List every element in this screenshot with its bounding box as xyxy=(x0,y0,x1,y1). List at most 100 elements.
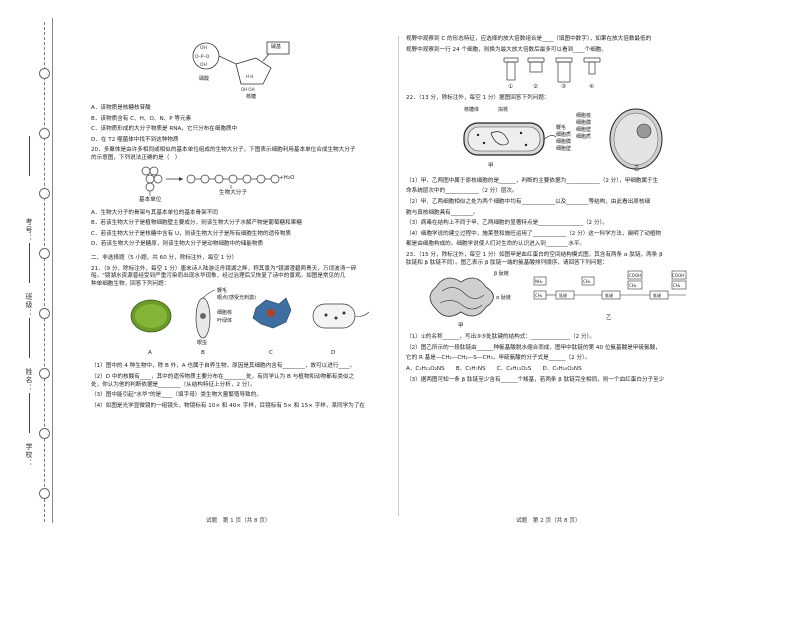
q21-item: （3）图中能引起"水华"的是____（填字母）类生物大量繁殖导致的。 xyxy=(91,392,262,399)
cytoplasm-label: 细胞质 xyxy=(576,133,592,140)
q22-item: （1）甲、乙两图中属于原核细胞的是______，判断的主要依据为________… xyxy=(406,177,659,184)
q20-stem-line: 的示意图，下列说法正确的是（ ） xyxy=(91,154,181,161)
q23-stem-line: 肽链和 β 肽链不同）。图乙表示 β 肽链一端的氨基酸排列顺序，请回答下列问题： xyxy=(406,259,608,266)
q21-stem-line: 21．（9 分，除标注外，每空 1 分）唐末诗人陆游泛舟镜湖之畔，称其景为"镜湖… xyxy=(91,265,357,272)
chem-group: CH₂ xyxy=(535,293,543,299)
binding-hole xyxy=(39,128,50,139)
organisms-diagram xyxy=(130,290,370,339)
macromolecule-label: 生物大分子 xyxy=(219,189,247,196)
binding-hole xyxy=(39,68,50,79)
chem-group: COOH xyxy=(672,273,685,279)
eyespot-label: 眼点(感受光刺激) xyxy=(217,295,256,302)
q21-continued: 视野中观察到 C 的形态特征，应选择的放大倍数组合是____（填图中数字），如果… xyxy=(406,36,652,42)
nucleoid-label: 拟核 xyxy=(498,106,509,113)
column-divider xyxy=(398,36,399,516)
fill-line xyxy=(29,243,30,283)
organism-letter-b: B xyxy=(201,350,205,357)
q20-option-d: D．若该生物大分子是糖原，则该生物大分子是动物细胞中的储能物质 xyxy=(91,241,264,248)
base-label: 碱基 xyxy=(271,44,282,50)
hemoglobin-diagram xyxy=(429,270,687,317)
svg-text:O–P–O: O–P–O xyxy=(195,54,210,60)
chem-group: 肽键 xyxy=(653,293,661,299)
phosphate-label: 磷酸 xyxy=(199,76,210,82)
ribosome-label: 核糖体 xyxy=(464,106,480,113)
cells-figure: 核糖体 拟核 鞭毛 细胞质 细胞膜 细胞壁 细胞核 细胞膜 细胞壁 细胞质 甲 … xyxy=(406,103,706,175)
lens-figure: ① ② ③ ④ xyxy=(406,54,706,92)
binding-hole xyxy=(39,248,50,259)
basic-unit-label: 基本单位 xyxy=(139,196,162,203)
q22-item: （4）细胞学说的建立过程中，施莱登和施旺运用了____________（2 分）… xyxy=(406,230,662,237)
fill-line xyxy=(29,318,30,358)
q19-option-b: B．该物质含有 C、H、O、N、P 等元素 xyxy=(91,115,192,122)
alpha-chain-label: α 肽链 xyxy=(496,295,511,302)
q21-item: （2）D 中的核酸有____，其中的遗传物质主要分布在________处，有同学… xyxy=(91,373,355,380)
fill-line xyxy=(29,393,30,433)
q23-item: （3）据两图可知一条 β 肽链至少含有______个羧基，若两条 β 肽链完全相… xyxy=(406,376,665,383)
nucleus-label: 细胞核 xyxy=(576,112,592,119)
q22-item: 命系统层次中的____________（2 分）层次。 xyxy=(406,188,518,195)
figure-caption-jia: 甲 xyxy=(458,323,464,330)
binding-hole xyxy=(39,368,50,379)
fill-line xyxy=(29,136,30,176)
beta-chain-label: β 肽链 xyxy=(494,271,509,278)
chem-group: COOH xyxy=(629,273,642,279)
left-column: OH O–P–O OH H H OH OH 磷酸 碱基 核糖 A．该物质是核糖核… xyxy=(91,36,391,410)
lens-number: ③ xyxy=(561,84,567,91)
flagellum-label: 鞭毛 xyxy=(217,288,228,295)
q19-option-d: D．在 T2 噬菌体中找不到这种物质 xyxy=(91,136,179,143)
nucleotide-figure: OH O–P–O OH H H OH OH 磷酸 碱基 核糖 xyxy=(91,36,391,102)
svg-text:OH OH: OH OH xyxy=(241,87,255,92)
organism-letter-d: D xyxy=(331,350,336,357)
field-label: 学校： xyxy=(25,443,33,467)
chem-group: CH₃ xyxy=(583,279,591,285)
q20-stem-line: 20．多聚体是由许多相同或相似的基本单位组成的生物大分子，下图表示细胞利用基本单… xyxy=(91,147,356,154)
figure-caption-yi: 乙 xyxy=(606,315,612,322)
q21-stem-line: 船。"镜湖水资源曾经受到严重污染而出现水华现象，经过治理后又恢复了诗中的景观。如… xyxy=(91,273,346,280)
euglena-label: 眼虫 xyxy=(197,340,208,347)
water-label: +H₂O xyxy=(279,174,295,181)
q20-option-b: B．若该生物大分子是植物细胞壁主要成分，则该生物大分子水解产物是葡萄糖和果糖 xyxy=(91,220,302,227)
q21-item: （4）如图是光学显微镜的一组镜头，物镜标有 10× 和 40× 字样，目镜标有 … xyxy=(91,402,366,409)
binding-hole xyxy=(39,488,50,499)
binding-hole xyxy=(39,188,50,199)
q22-item: 胞与真核细胞具有________。 xyxy=(406,209,479,216)
q22-item: 都是由细胞构成的。细胞学说使人们对生命的认识进入到________水平。 xyxy=(406,241,586,248)
lens-number: ② xyxy=(533,84,539,91)
organism-letter-c: C xyxy=(269,350,273,357)
binding-hole xyxy=(39,428,50,439)
q23-item: （2）图乙所示的一段肽链由______种氨基酸脱水缩合而成，图甲中肽链的第 40… xyxy=(406,344,661,351)
binding-margin: 考号： 班级： 姓名： 学校： xyxy=(14,18,53,523)
membrane-label: 细胞膜 xyxy=(576,119,592,126)
section-heading: 二、非选择题（5 小题，共 60 分，除标注外，每空 1 分） xyxy=(91,254,238,261)
svg-text:H H: H H xyxy=(246,74,253,79)
cytoplasm-label: 细胞质 xyxy=(556,131,572,138)
cell-wall-label: 细胞壁 xyxy=(576,126,592,133)
binding-hole xyxy=(39,308,50,319)
q21-continued: 视野中观察到一行 24 个细胞，则换为最大放大倍数后最多可以看到____个细胞。 xyxy=(406,46,607,53)
cell-wall-label: 细胞壁 xyxy=(556,145,572,152)
q23-stem-line: 23．（15 分，除标注外，每空 1 分）如图甲是血红蛋白的空间结构模式图，其含… xyxy=(406,251,663,258)
field-label: 姓名： xyxy=(25,368,33,392)
q20-option-c: C．若该生物大分子是核糖中含有 U，则该生物大分子是所有细胞生物的遗传物质 xyxy=(91,230,291,237)
nucleus-label: 细胞核 xyxy=(217,310,233,317)
q19-option-a: A．该物质是核糖核苷酸 xyxy=(91,105,151,111)
lens-number: ① xyxy=(508,84,514,91)
field-label: 考号： xyxy=(25,218,33,242)
svg-text:OH: OH xyxy=(200,62,207,68)
q22-stem: 22．（13 分，除标注外，每空 1 分）据图回答下列问题： xyxy=(406,95,550,102)
chem-group: NH₂ xyxy=(535,279,543,285)
q23-item: 它的 R 基是—CH₂—CH₂—S—CH₃，甲硫氨酸的分子式是______（2 … xyxy=(406,355,591,362)
polymer-figure: +H₂O 基本单位 生物大分子 xyxy=(91,163,391,207)
chem-group: CH₂ xyxy=(673,283,681,289)
ribose-label: 核糖 xyxy=(246,94,257,100)
chem-group: CH₂ xyxy=(629,283,637,289)
lens-number: ④ xyxy=(589,84,595,91)
page-footer: 试题 第 1 页（共 8 页） xyxy=(206,518,271,524)
figure-caption-jia: 甲 xyxy=(488,162,494,169)
q22-item: （2）甲、乙两细胞相似之处为两个细胞中均有____________以及_____… xyxy=(406,198,651,205)
svg-text:OH: OH xyxy=(200,45,207,51)
cut-line xyxy=(44,22,45,522)
q23-options: A．C₅H₁₁O₂NS B．C₃H₇NS C．C₄H₁₁O₂S D．C₅H₁₀O… xyxy=(406,365,582,372)
q20-option-a: A．生物大分子的骨架与其基本单位的基本骨架不同 xyxy=(91,209,218,216)
cells-diagram xyxy=(463,108,663,170)
